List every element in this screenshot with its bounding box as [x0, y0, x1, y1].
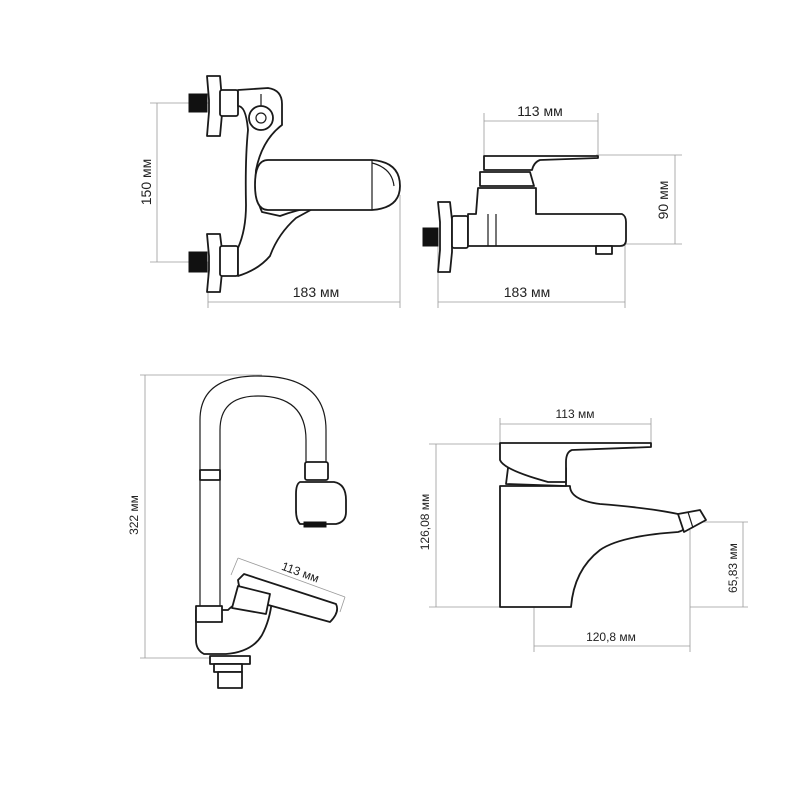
threaded-shank [217, 671, 243, 689]
top-label: 113 мм [556, 407, 595, 421]
basin-mixer-view: 113 мм 126,08 мм 65,83 мм 120,8 мм [418, 407, 748, 652]
aerator-head [295, 481, 347, 525]
height-dimension: 126,08 мм [418, 443, 500, 608]
mount-nut [213, 663, 243, 673]
top-label: 113 мм [517, 103, 562, 119]
handle [483, 155, 599, 171]
spout-reach-dimension: 120,8 мм [533, 530, 691, 652]
spout-reach-label: 120,8 мм [586, 630, 636, 644]
mount-nut [209, 655, 251, 665]
inlet-thread [422, 227, 439, 247]
height-label: 150 мм [138, 159, 154, 206]
height-label: 322 мм [127, 495, 141, 535]
spout-height-label: 65,83 мм [726, 543, 740, 593]
nut [451, 215, 469, 249]
bath-mixer-side-view: 113 мм 90 мм 183 мм [422, 103, 682, 308]
handle [499, 442, 652, 483]
nut [219, 245, 239, 277]
inlet-thread [188, 93, 208, 113]
gooseneck-mixer-view: 322 мм 113 мм [127, 374, 347, 689]
spout-joint [304, 461, 329, 481]
flange [206, 233, 223, 293]
aerator [303, 521, 327, 528]
mixer-body [237, 87, 319, 277]
aerator [677, 509, 707, 533]
mixer-body [499, 485, 691, 608]
joint [199, 469, 221, 481]
height-label: 90 мм [655, 181, 671, 220]
top-dimension: 113 мм [483, 103, 599, 158]
top-dimension: 113 мм [499, 407, 652, 445]
diverter-knob [248, 105, 274, 131]
height-dimension: 322 мм [127, 374, 262, 659]
nut [219, 89, 239, 117]
flange [437, 201, 453, 273]
handle-label: 113 мм [280, 559, 321, 585]
flange [206, 75, 223, 137]
width-dimension: 183 мм [437, 238, 626, 308]
inlet-thread [188, 251, 208, 273]
handle [254, 159, 401, 211]
height-dimension: 90 мм [596, 154, 682, 245]
width-label: 183 мм [293, 284, 340, 300]
swivel-collar [195, 605, 223, 623]
cartridge [231, 585, 271, 615]
spout-outlet [595, 245, 613, 255]
width-label: 183 мм [504, 284, 551, 300]
gooseneck-spout [199, 375, 327, 610]
cartridge [479, 171, 535, 187]
bath-mixer-front-view: 150 мм 183 мм [138, 75, 401, 308]
mixer-body [467, 187, 627, 247]
height-label: 126,08 мм [418, 494, 432, 551]
spout-height-dimension: 65,83 мм [690, 521, 748, 608]
